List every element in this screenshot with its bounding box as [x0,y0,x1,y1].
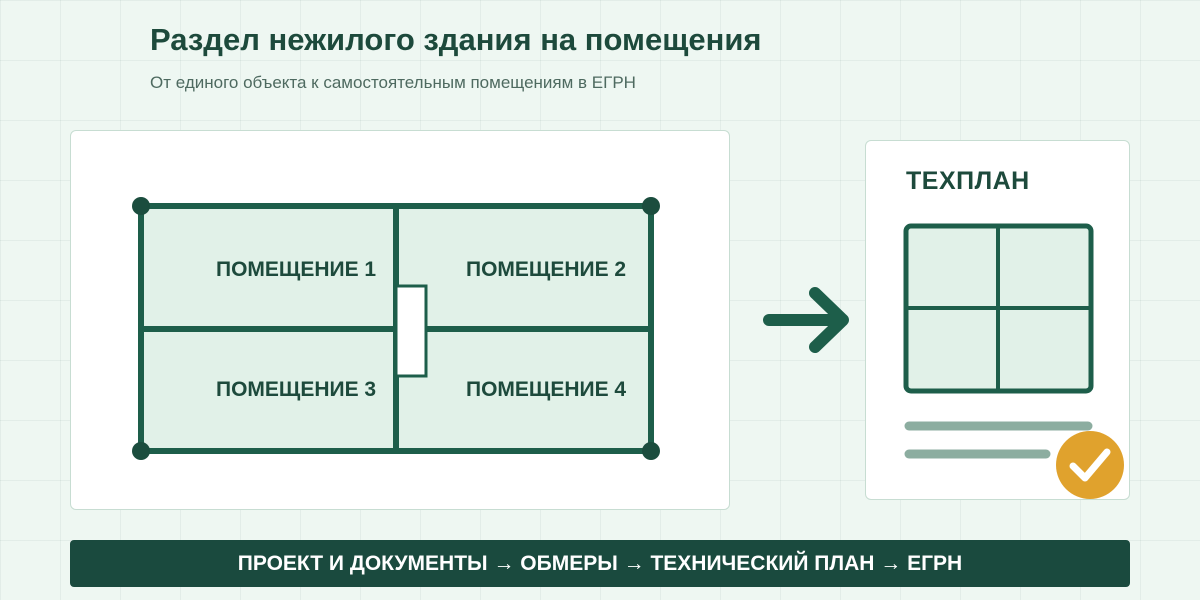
workflow-bar: ПРОЕКТ И ДОКУМЕНТЫ → ОБМЕРЫ → ТЕХНИЧЕСКИ… [70,540,1130,587]
arrow-right-icon [763,287,849,353]
page-subtitle: От единого объекта к самостоятельным пом… [150,73,636,92]
corner-marker-bottom-right [642,442,660,460]
room-label-4: ПОМЕЩЕНИЕ 4 [466,378,626,401]
doorway [394,284,428,378]
techplan-document-diagram [903,223,1094,459]
checkmark-icon [1056,431,1124,499]
room-label-2: ПОМЕЩЕНИЕ 2 [466,258,626,281]
room-1-area [141,206,396,329]
techplan-document-card: ТЕХПЛАН [865,140,1130,500]
floor-plan-diagram: ПОМЕЩЕНИЕ 1 ПОМЕЩЕНИЕ 2 ПОМЕЩЕНИЕ 3 ПОМЕ… [132,197,660,460]
page-title: Раздел нежилого здания на помещения [150,22,762,57]
corner-marker-bottom-left [132,442,150,460]
corner-marker-top-right [642,197,660,215]
floor-plan-card: ПОМЕЩЕНИЕ 1 ПОМЕЩЕНИЕ 2 ПОМЕЩЕНИЕ 3 ПОМЕ… [70,130,730,510]
room-3-area [141,329,396,451]
room-label-1: ПОМЕЩЕНИЕ 1 [216,258,376,281]
techplan-title: ТЕХПЛАН [906,167,1030,195]
corner-marker-top-left [132,197,150,215]
workflow-text: ПРОЕКТ И ДОКУМЕНТЫ → ОБМЕРЫ → ТЕХНИЧЕСКИ… [237,551,963,575]
room-2-area [396,206,651,329]
room-4-area [396,329,651,451]
room-label-3: ПОМЕЩЕНИЕ 3 [216,378,376,401]
